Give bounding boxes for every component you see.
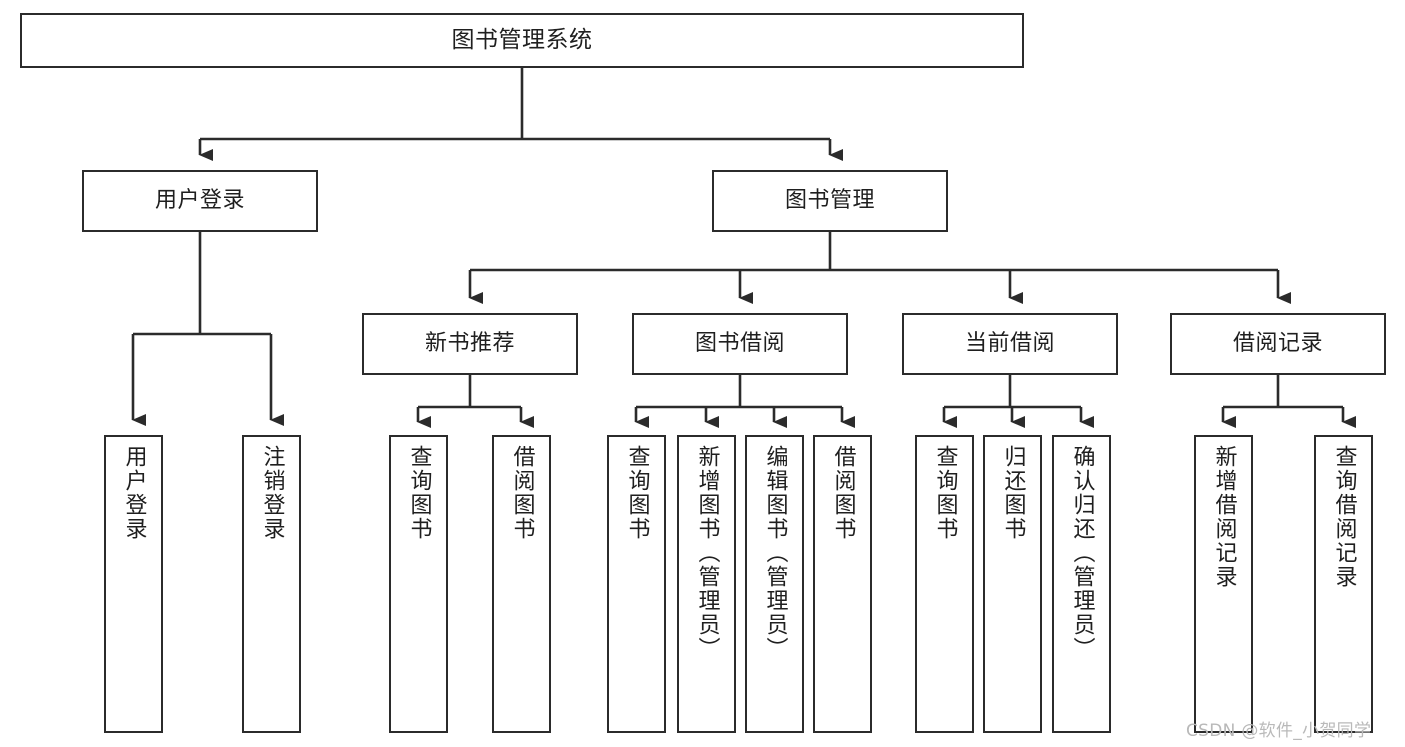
node-leaf-query-record-label: 查询借阅记录 — [1331, 445, 1357, 589]
node-new-book-recommend-label: 新书推荐 — [424, 330, 515, 356]
node-leaf-query-book-2[interactable]: 查询图书 — [607, 435, 666, 733]
node-leaf-add-record-label: 新增借阅记录 — [1211, 445, 1237, 589]
node-leaf-user-login-label: 用户登录 — [121, 445, 147, 541]
node-leaf-query-record[interactable]: 查询借阅记录 — [1314, 435, 1373, 733]
node-leaf-add-record[interactable]: 新增借阅记录 — [1194, 435, 1253, 733]
node-leaf-logout-login[interactable]: 注销登录 — [242, 435, 301, 733]
node-leaf-edit-book[interactable]: 编辑图书（管理员） — [745, 435, 804, 733]
node-leaf-query-book-1-label: 查询图书 — [406, 445, 432, 541]
node-leaf-confirm-return-label: 确认归还（管理员） — [1069, 445, 1095, 661]
node-leaf-borrow-book-1-label: 借阅图书 — [509, 445, 535, 541]
node-root[interactable]: 图书管理系统 — [20, 13, 1024, 68]
node-leaf-confirm-return[interactable]: 确认归还（管理员） — [1052, 435, 1111, 733]
node-leaf-borrow-book-2[interactable]: 借阅图书 — [813, 435, 872, 733]
node-user-login[interactable]: 用户登录 — [82, 170, 318, 232]
node-leaf-return-book-label: 归还图书 — [1000, 445, 1026, 541]
node-leaf-query-book-3-label: 查询图书 — [932, 445, 958, 541]
node-leaf-query-book-3[interactable]: 查询图书 — [915, 435, 974, 733]
node-borrow-record-label: 借阅记录 — [1232, 330, 1323, 356]
node-borrow-record[interactable]: 借阅记录 — [1170, 313, 1386, 375]
node-leaf-add-book[interactable]: 新增图书（管理员） — [677, 435, 736, 733]
node-book-management-label: 图书管理 — [784, 187, 875, 213]
node-leaf-borrow-book-1[interactable]: 借阅图书 — [492, 435, 551, 733]
node-root-label: 图书管理系统 — [451, 26, 593, 53]
node-user-login-label: 用户登录 — [154, 187, 245, 213]
node-current-borrow-label: 当前借阅 — [964, 330, 1055, 356]
node-leaf-return-book[interactable]: 归还图书 — [983, 435, 1042, 733]
node-leaf-borrow-book-2-label: 借阅图书 — [830, 445, 856, 541]
node-leaf-logout-login-label: 注销登录 — [259, 445, 285, 541]
node-leaf-add-book-label: 新增图书（管理员） — [694, 445, 720, 661]
node-current-borrow[interactable]: 当前借阅 — [902, 313, 1118, 375]
node-new-book-recommend[interactable]: 新书推荐 — [362, 313, 578, 375]
node-leaf-user-login[interactable]: 用户登录 — [104, 435, 163, 733]
node-book-borrow[interactable]: 图书借阅 — [632, 313, 848, 375]
node-leaf-edit-book-label: 编辑图书（管理员） — [762, 445, 788, 661]
node-book-borrow-label: 图书借阅 — [694, 330, 785, 356]
node-book-management[interactable]: 图书管理 — [712, 170, 948, 232]
node-leaf-query-book-1[interactable]: 查询图书 — [389, 435, 448, 733]
node-leaf-query-book-2-label: 查询图书 — [624, 445, 650, 541]
watermark-text: CSDN @软件_小贺同学 — [1186, 721, 1372, 741]
